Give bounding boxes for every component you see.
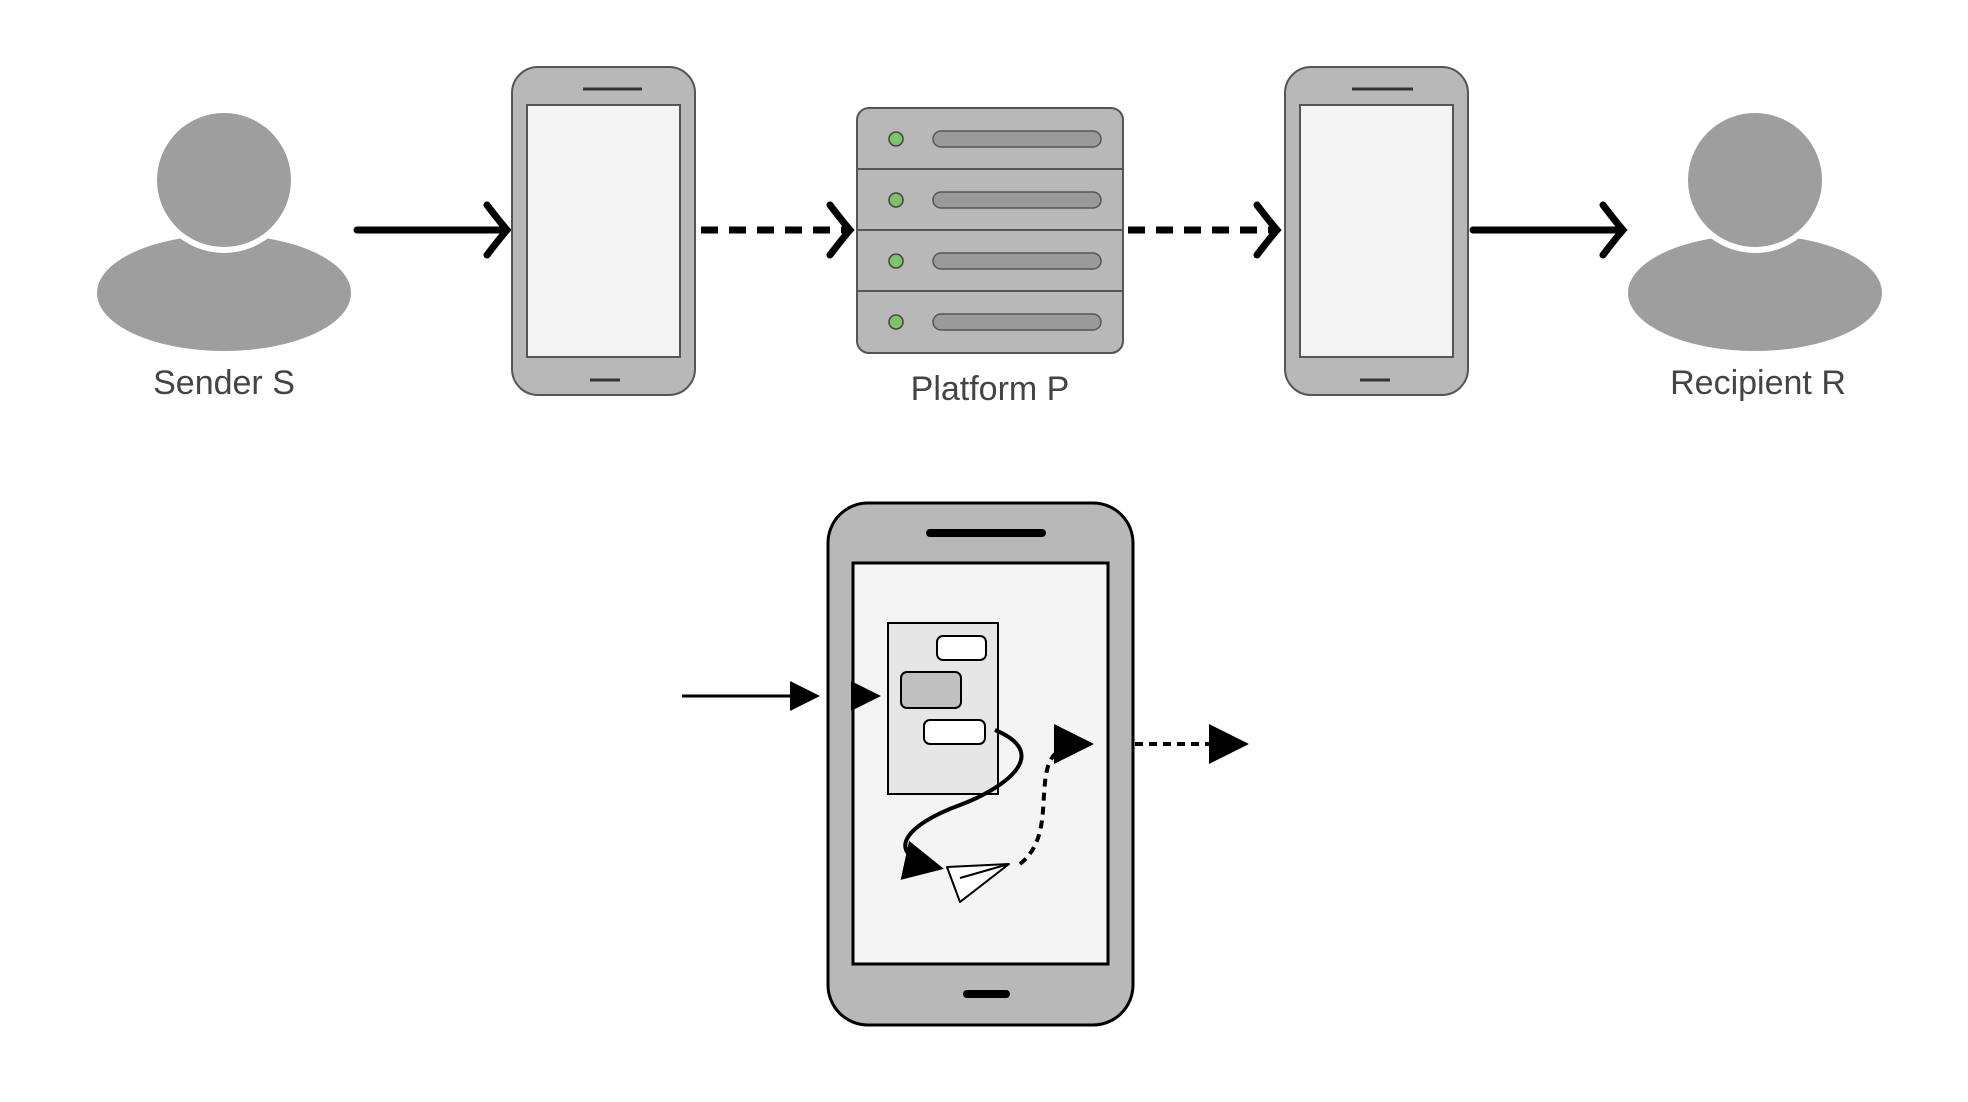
recipient-person-icon xyxy=(1628,107,1882,351)
device-to-recipient-arrow xyxy=(1469,201,1628,259)
chat-bubble xyxy=(936,635,987,661)
sender-label: Sender S xyxy=(153,364,295,402)
recipient-label: Recipient R xyxy=(1670,364,1846,402)
platform-server-rack-icon xyxy=(856,107,1124,354)
platform-to-device-arrow xyxy=(1128,201,1282,259)
server-drive-slot xyxy=(932,130,1102,331)
platform-label: Platform P xyxy=(911,370,1070,408)
chat-bubble-selected xyxy=(900,671,962,709)
sender-to-device-arrow xyxy=(353,201,512,259)
server-led-indicator-icon xyxy=(888,131,904,330)
sender-device-smartphone-icon xyxy=(511,66,696,396)
chat-bubble xyxy=(923,719,986,745)
compose-to-send-arrow xyxy=(900,728,1024,880)
sender-person-icon xyxy=(97,107,351,351)
recipient-device-smartphone-icon xyxy=(1284,66,1469,396)
chat-window xyxy=(887,622,999,795)
paper-plane-icon xyxy=(946,863,1010,903)
device-to-platform-arrow xyxy=(701,201,855,259)
